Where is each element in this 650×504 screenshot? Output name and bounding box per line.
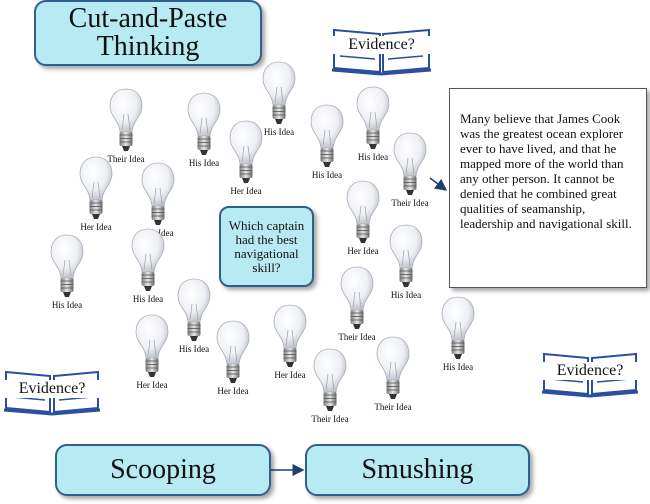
bulb-label: His Idea: [178, 344, 210, 354]
lightbulb-icon: [313, 348, 347, 411]
question-text: Which captain had the best navigational …: [228, 217, 305, 275]
bulb-her-idea: Her Idea: [203, 320, 263, 396]
bulb-his-idea: His Idea: [249, 61, 309, 137]
bulb-label: His Idea: [51, 300, 83, 310]
bulb-label: Their Idea: [107, 154, 145, 164]
bulb-their-idea: Their Idea: [327, 266, 387, 342]
bulb-her-idea: Her Idea: [333, 180, 393, 256]
bulb-label: Her Idea: [274, 370, 306, 380]
bulb-their-idea: Their Idea: [363, 336, 423, 412]
lightbulb-icon: [273, 304, 307, 367]
lightbulb-icon: [141, 162, 175, 225]
bulb-label: His Idea: [263, 127, 295, 137]
evidence-label: Evidence?: [2, 380, 102, 398]
lightbulb-icon: [340, 266, 374, 329]
bulb-his-idea: His Idea: [164, 278, 224, 354]
lightbulb-icon: [131, 228, 165, 291]
evidence-book-left: Evidence?: [2, 368, 102, 416]
bulb-his-idea: His Idea: [428, 296, 488, 372]
lightbulb-icon: [229, 120, 263, 183]
bulb-label: Her Idea: [136, 380, 168, 390]
lightbulb-icon: [310, 104, 344, 167]
lightbulb-icon: [356, 86, 390, 149]
lightbulb-icon: [135, 314, 169, 377]
bulb-his-idea-left: His Idea: [37, 234, 97, 310]
bulb-their-idea: Her Idea: [260, 304, 320, 380]
lightbulb-icon: [109, 88, 143, 151]
evidence-label: Evidence?: [330, 36, 433, 54]
bulb-label: Their Idea: [311, 414, 349, 424]
bulb-label: Their Idea: [338, 332, 376, 342]
bulb-his-idea: His Idea: [174, 92, 234, 168]
evidence-book-top: Evidence?: [330, 26, 433, 76]
bulb-her-idea: Her Idea: [122, 314, 182, 390]
lightbulb-icon: [376, 336, 410, 399]
lightbulb-icon: [177, 278, 211, 341]
bulb-label: Her Idea: [80, 222, 112, 232]
bulb-label: Their Idea: [374, 402, 412, 412]
lightbulb-icon: [79, 156, 113, 219]
quote-box: Many believe that James Cook was the gre…: [449, 88, 647, 288]
bulb-label: His Idea: [357, 152, 389, 162]
lightbulb-icon: [346, 180, 380, 243]
quote-text: Many believe that James Cook was the gre…: [460, 111, 632, 231]
lightbulb-icon: [50, 234, 84, 297]
scooping-box: Scooping: [55, 444, 271, 496]
lightbulb-icon: [389, 224, 423, 287]
lightbulb-icon: [187, 92, 221, 155]
scooping-label: Scooping: [110, 454, 216, 485]
bulb-label: His Idea: [188, 158, 220, 168]
bulb-their-idea: Their Idea: [300, 348, 360, 424]
bulb-label: Her Idea: [230, 186, 262, 196]
bulb-his-idea: His Idea: [118, 228, 178, 304]
bulb-his-idea: His Idea: [343, 86, 403, 162]
bulb-their-idea: Their Idea: [380, 132, 440, 208]
bulb-her-idea: Her Idea: [128, 162, 188, 238]
bulb-their-idea: Their Idea: [96, 88, 156, 164]
bulb-his-idea: His Idea: [376, 224, 436, 300]
bulb-her-idea: Her Idea: [216, 120, 276, 196]
bulb-her-idea: Her Idea: [66, 156, 126, 232]
smushing-label: Smushing: [361, 454, 474, 485]
lightbulb-icon: [393, 132, 427, 195]
bulb-label: His Idea: [390, 290, 422, 300]
bulb-his-idea: His Idea: [297, 104, 357, 180]
lightbulb-icon: [216, 320, 250, 383]
bulb-label: His Idea: [442, 362, 474, 372]
lightbulb-icon: [441, 296, 475, 359]
bulb-label: His Idea: [132, 294, 164, 304]
lightbulb-icon: [262, 61, 296, 124]
evidence-label: Evidence?: [540, 362, 640, 380]
bulb-label: Their Idea: [391, 198, 429, 208]
bulb-label: Her Idea: [347, 246, 379, 256]
smushing-box: Smushing: [305, 444, 530, 496]
evidence-book-right: Evidence?: [540, 350, 640, 398]
bulb-label: Her Idea: [217, 386, 249, 396]
arrow-to-quote: [429, 177, 448, 191]
bulb-label: His Idea: [311, 170, 343, 180]
question-box: Which captain had the best navigational …: [219, 206, 314, 287]
